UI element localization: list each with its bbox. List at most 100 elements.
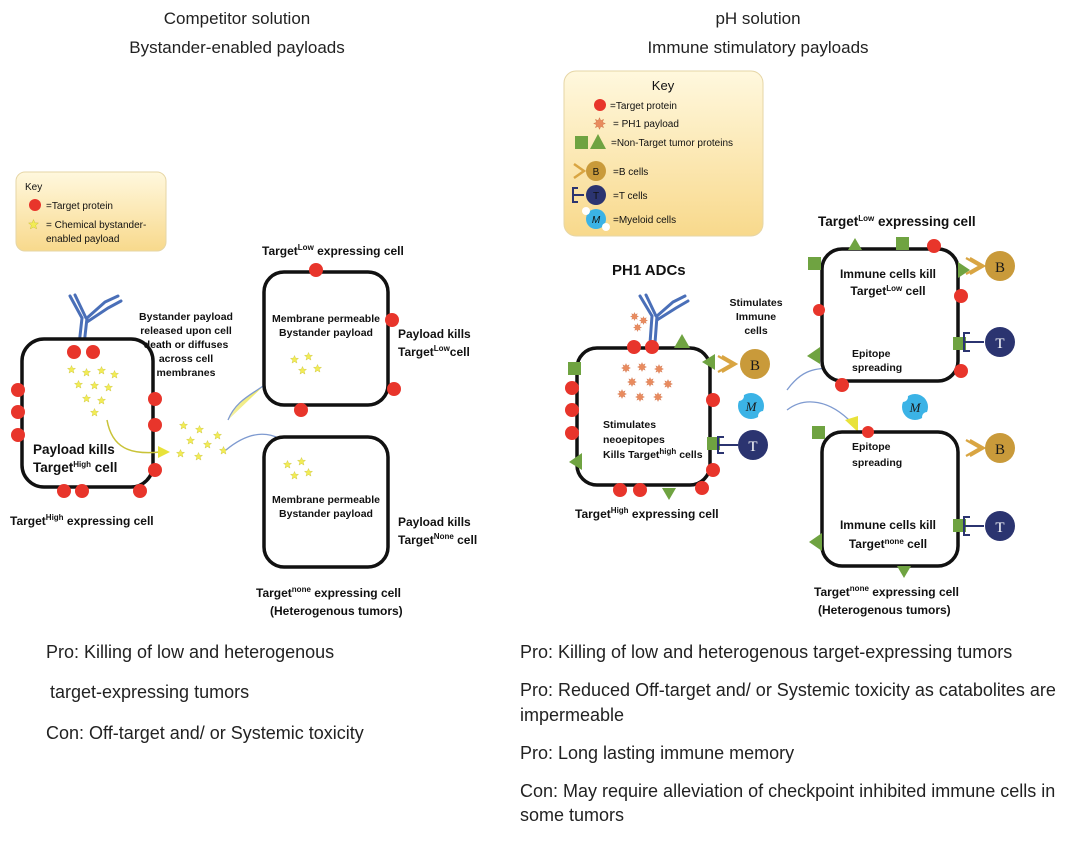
left-low-cell-inner-line2: Bystander payload: [279, 327, 373, 339]
left-key-payload-label-line2: enabled payload: [46, 234, 119, 245]
right-b-cell-2-icon: B: [965, 251, 1015, 281]
left-high-cell-label-line2: TargetHigh cell: [33, 460, 117, 475]
left-release-arrowhead: [158, 446, 170, 458]
left-bystander-note: Bystander payload released upon cell dea…: [139, 311, 233, 379]
right-myeloid-cell-2-icon: M: [898, 392, 932, 422]
left-high-cell: Payload kills TargetHigh cell: [11, 337, 162, 498]
right-none-cell: Epitope spreading Immune cells kill Targ…: [809, 426, 966, 578]
left-title-line1: Competitor solution: [164, 9, 310, 28]
right-high-cell-inner-line2: neoepitopes: [603, 434, 665, 446]
right-low-cell-inner-line2: TargetLow cell: [850, 284, 925, 298]
right-key-nontarget-triangle-icon: [590, 134, 606, 149]
right-arrow-to-none-cell: [786, 401, 853, 424]
svg-text:membranes: membranes: [157, 367, 216, 379]
right-b-cell-1-icon: B: [717, 349, 770, 379]
svg-text:B: B: [750, 358, 760, 374]
right-key-t-cell-label: =T cells: [613, 191, 648, 202]
right-none-cell-epitope-line1: Epitope: [852, 441, 891, 453]
right-con-1: Con: May require alleviation of checkpoi…: [520, 781, 1056, 826]
left-key-target-protein-label: =Target protein: [46, 201, 113, 212]
left-key-target-protein-icon: [29, 199, 41, 211]
left-release-arrow: [106, 419, 161, 454]
right-low-cell-inner-line1: Immune cells kill: [840, 267, 936, 281]
right-low-cell-caption: TargetLow expressing cell: [818, 214, 976, 229]
svg-text:T: T: [593, 191, 599, 202]
right-t-cell-3-icon: T: [963, 511, 1015, 541]
left-high-cell-target-proteins: [11, 345, 162, 498]
right-ph1-adcs-label: PH1 ADCs: [612, 262, 686, 279]
svg-text:T: T: [995, 520, 1004, 536]
left-none-cell-inner-line2: Bystander payload: [279, 508, 373, 520]
left-none-cell-side-line2: TargetNone cell: [398, 532, 477, 547]
right-pro-3: Pro: Long lasting immune memory: [520, 742, 795, 763]
right-pro-1: Pro: Killing of low and heterogenous tar…: [520, 642, 1013, 662]
left-low-cell-side-line1: Payload kills: [398, 327, 471, 341]
left-low-cell: Membrane permeable Bystander payload: [262, 263, 401, 417]
left-key-box: Key =Target protein = Chemical bystander…: [15, 171, 167, 252]
left-pros-cons: Pro: Killing of low and heterogenous tar…: [46, 640, 486, 745]
right-none-cell-caption-line2: (Heterogenous tumors): [818, 603, 951, 617]
right-none-cell-inner-line1: Immune cells kill: [840, 518, 936, 532]
svg-text:released upon cell: released upon cell: [140, 325, 232, 337]
left-none-cell: Membrane permeable Bystander payload: [262, 435, 390, 569]
svg-text:B: B: [995, 442, 1005, 458]
right-key-target-protein-label: =Target protein: [610, 101, 677, 112]
left-high-cell-label: Payload kills: [33, 442, 115, 457]
left-none-cell-inner-line1: Membrane permeable: [272, 494, 380, 506]
svg-text:across cell: across cell: [159, 353, 213, 365]
right-title-line1: pH solution: [715, 9, 800, 28]
right-none-cell-inner-line2: Targetnone cell: [849, 537, 927, 551]
left-low-cell-caption: TargetLow expressing cell: [262, 243, 404, 258]
right-high-cell-inner-line3: Kills Targethigh cells: [603, 447, 703, 461]
left-key-payload-label-line1: = Chemical bystander-: [46, 220, 146, 231]
right-key-t-cell-icon: T: [572, 185, 606, 205]
right-key-box: Key =Target protein = PH1 payload =Non-T…: [563, 70, 764, 237]
right-antibody-payloads: [630, 312, 648, 332]
svg-text:B: B: [593, 167, 600, 178]
svg-text:B: B: [995, 260, 1005, 276]
right-pros-cons: Pro: Killing of low and heterogenous tar…: [520, 640, 1070, 828]
right-antibody-icon: [638, 293, 690, 345]
left-low-cell-side-line2: TargetLowcell: [398, 344, 470, 359]
left-none-cell-caption-line2: (Heterogenous tumors): [270, 604, 403, 618]
right-key-myeloid-cell-label: =Myeloid cells: [613, 215, 676, 226]
right-high-cell: Stimulates neoepitopes Kills Targethigh …: [565, 334, 720, 500]
svg-text:death or diffuses: death or diffuses: [144, 339, 229, 351]
left-none-cell-caption: Targetnone expressing cell: [256, 585, 401, 600]
right-key-ph1-payload-label: = PH1 payload: [613, 119, 679, 130]
right-key-b-cell-label: =B cells: [613, 167, 648, 178]
right-b-cell-3-icon: B: [965, 433, 1015, 463]
right-arrow-to-none-cell-head: [845, 416, 858, 432]
left-pro-1: Pro: Killing of low and heterogenous: [46, 642, 335, 662]
svg-text:M: M: [745, 399, 758, 414]
right-key-title: Key: [652, 78, 675, 93]
left-con-1: Con: Off-target and/ or Systemic toxicit…: [46, 722, 364, 743]
right-pro-2: Pro: Reduced Off-target and/ or Systemic…: [520, 680, 1056, 725]
right-low-cell-epitope-line2: spreading: [852, 362, 902, 374]
right-none-cell-caption: Targetnone expressing cell: [814, 584, 959, 599]
svg-text:cells: cells: [744, 325, 768, 337]
left-title-line2: Bystander-enabled payloads: [129, 38, 344, 57]
right-key-target-protein-icon: [594, 99, 606, 111]
svg-text:T: T: [748, 439, 757, 455]
right-key-nontarget-label: =Non-Target tumor proteins: [611, 138, 733, 149]
left-key-title: Key: [25, 182, 42, 193]
svg-text:T: T: [995, 336, 1004, 352]
right-stimulates-note: Stimulates Immune cells: [729, 297, 782, 337]
left-released-payloads: [176, 421, 228, 461]
left-panel: Competitor solution Bystander-enabled pa…: [10, 9, 477, 618]
right-panel: pH solution Immune stimulatory payloads …: [563, 9, 1015, 617]
left-none-cell-side-line1: Payload kills: [398, 515, 471, 529]
right-key-ph1-payload-icon: [593, 117, 606, 130]
right-key-b-cell-icon: B: [573, 161, 606, 181]
right-t-cell-1-icon: T: [717, 430, 768, 460]
left-pro-1-cont: target-expressing tumors: [50, 682, 250, 703]
diagram-canvas: Competitor solution Bystander-enabled pa…: [10, 9, 1015, 618]
svg-text:Immune: Immune: [736, 311, 776, 323]
svg-text:M: M: [909, 400, 922, 415]
right-high-cell-caption: TargetHigh expressing cell: [575, 506, 719, 521]
right-none-cell-epitope-line2: spreading: [852, 457, 902, 469]
right-low-cell: Immune cells kill TargetLow cell Epitope…: [807, 237, 970, 392]
svg-text:Stimulates: Stimulates: [729, 297, 782, 309]
right-low-cell-epitope-line1: Epitope: [852, 348, 891, 360]
